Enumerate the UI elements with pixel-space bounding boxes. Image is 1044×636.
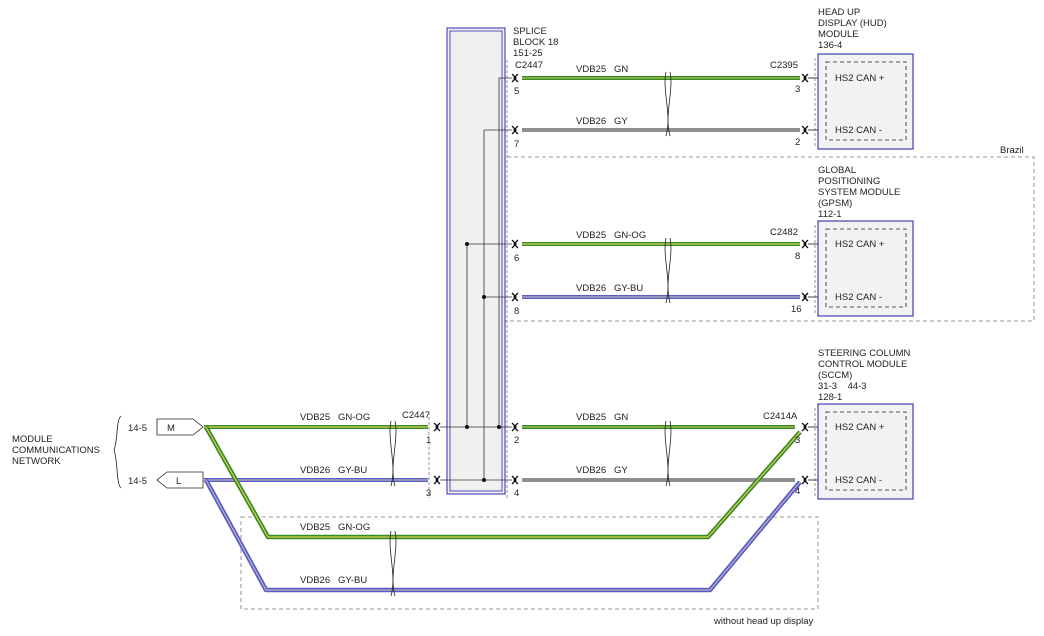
splice-name-3: 151-25 (513, 48, 543, 59)
network-name-1: MODULE (12, 434, 53, 445)
network-connector: C2447 (402, 410, 430, 421)
tag-l: L (176, 476, 181, 487)
hud-pin-minus: 2 (795, 137, 800, 148)
network-bracket (113, 415, 122, 489)
splice-name-1: SPLICE (513, 26, 547, 37)
hud-name-4: 136-4 (818, 40, 842, 51)
sccm-name-5: 128-1 (818, 392, 842, 403)
hud-module (814, 53, 914, 150)
wire-gpsm-minus-label: VDB26 GY-BU (576, 283, 643, 294)
hud-pin-plus: 3 (795, 84, 800, 95)
gpsm-name-2: POSITIONING (818, 176, 880, 187)
network-name-2: COMMUNICATIONS (12, 445, 100, 456)
hud-connector: C2395 (770, 60, 798, 71)
gpsm-module (814, 220, 914, 317)
sccm-module (814, 403, 914, 500)
splice-pin-5: 5 (514, 86, 519, 97)
wire-bypass-minus-label: VDB26 GY-BU (300, 575, 367, 586)
hud-can-plus: HS2 CAN + (835, 73, 885, 84)
splice-pin-8: 8 (514, 306, 519, 317)
sccm-name-3: (SCCM) (818, 370, 852, 381)
sccm-name-1: STEERING COLUMN (818, 348, 911, 359)
splice-pin-2: 2 (514, 435, 519, 446)
gpsm-connector: C2482 (770, 227, 798, 238)
gpsm-pin-plus: 8 (795, 251, 800, 262)
hud-name-2: DISPLAY (HUD) (818, 18, 887, 29)
sccm-connector: C2414A (763, 411, 798, 422)
twist-markers (389, 71, 672, 597)
tag-l-shape (156, 471, 204, 489)
network-pin-minus: 3 (426, 488, 431, 499)
splice-name-2: BLOCK 18 (513, 37, 558, 48)
wire-hud-minus-label: VDB26 GY (576, 116, 628, 127)
wire-net-minus-label: VDB26 GY-BU (300, 465, 367, 476)
without-hud-option-box (240, 516, 819, 610)
wire-bypass-plus-label: VDB25 GN-OG (300, 522, 370, 533)
splice-pin-4: 4 (514, 488, 519, 499)
gpsm-name-1: GLOBAL (818, 165, 856, 176)
gpsm-name-5: 112-1 (818, 209, 842, 220)
tag-m: M (167, 423, 175, 434)
wire-hud-plus-label: VDB25 GN (576, 64, 628, 75)
brazil-label: Brazil (1000, 145, 1024, 156)
network-name-3: NETWORK (12, 456, 61, 467)
brazil-option-box (457, 156, 1035, 322)
splice-block (440, 27, 512, 498)
hud-can-minus: HS2 CAN - (835, 125, 882, 136)
hud-name-1: HEAD UP (818, 7, 860, 18)
hud-name-3: MODULE (818, 29, 859, 40)
gpsm-can-plus: HS2 CAN + (835, 239, 885, 250)
sccm-pin-minus: 4 (795, 486, 800, 497)
without-hud-label: without head up display (713, 616, 814, 627)
wire-sccm-plus-label: VDB25 GN (576, 412, 628, 423)
sccm-can-minus: HS2 CAN - (835, 475, 882, 486)
splice-connector: C2447 (515, 60, 543, 71)
sccm-pin-plus: 3 (795, 435, 800, 446)
gpsm-name-3: SYSTEM MODULE (818, 187, 900, 198)
network-ref-m: 14-5 (128, 423, 147, 434)
splice-pin-7: 7 (514, 139, 519, 150)
network-pin-plus: 1 (426, 435, 431, 446)
gpsm-pin-minus: 16 (791, 304, 802, 315)
gpsm-name-4: (GPSM) (818, 198, 852, 209)
tag-m-shape (156, 418, 204, 436)
sccm-name-2: CONTROL MODULE (818, 359, 907, 370)
sccm-can-plus: HS2 CAN + (835, 422, 885, 433)
wire-sccm-minus-label: VDB26 GY (576, 465, 628, 476)
wire-net-plus-label: VDB25 GN-OG (300, 412, 370, 423)
connector-arrows (433, 73, 809, 485)
sccm-name-4: 31-3 44-3 (818, 381, 867, 392)
gpsm-can-minus: HS2 CAN - (835, 292, 882, 303)
splice-pin-6: 6 (514, 253, 519, 264)
network-ref-l: 14-5 (128, 476, 147, 487)
wire-gpsm-plus-label: VDB25 GN-OG (576, 230, 646, 241)
